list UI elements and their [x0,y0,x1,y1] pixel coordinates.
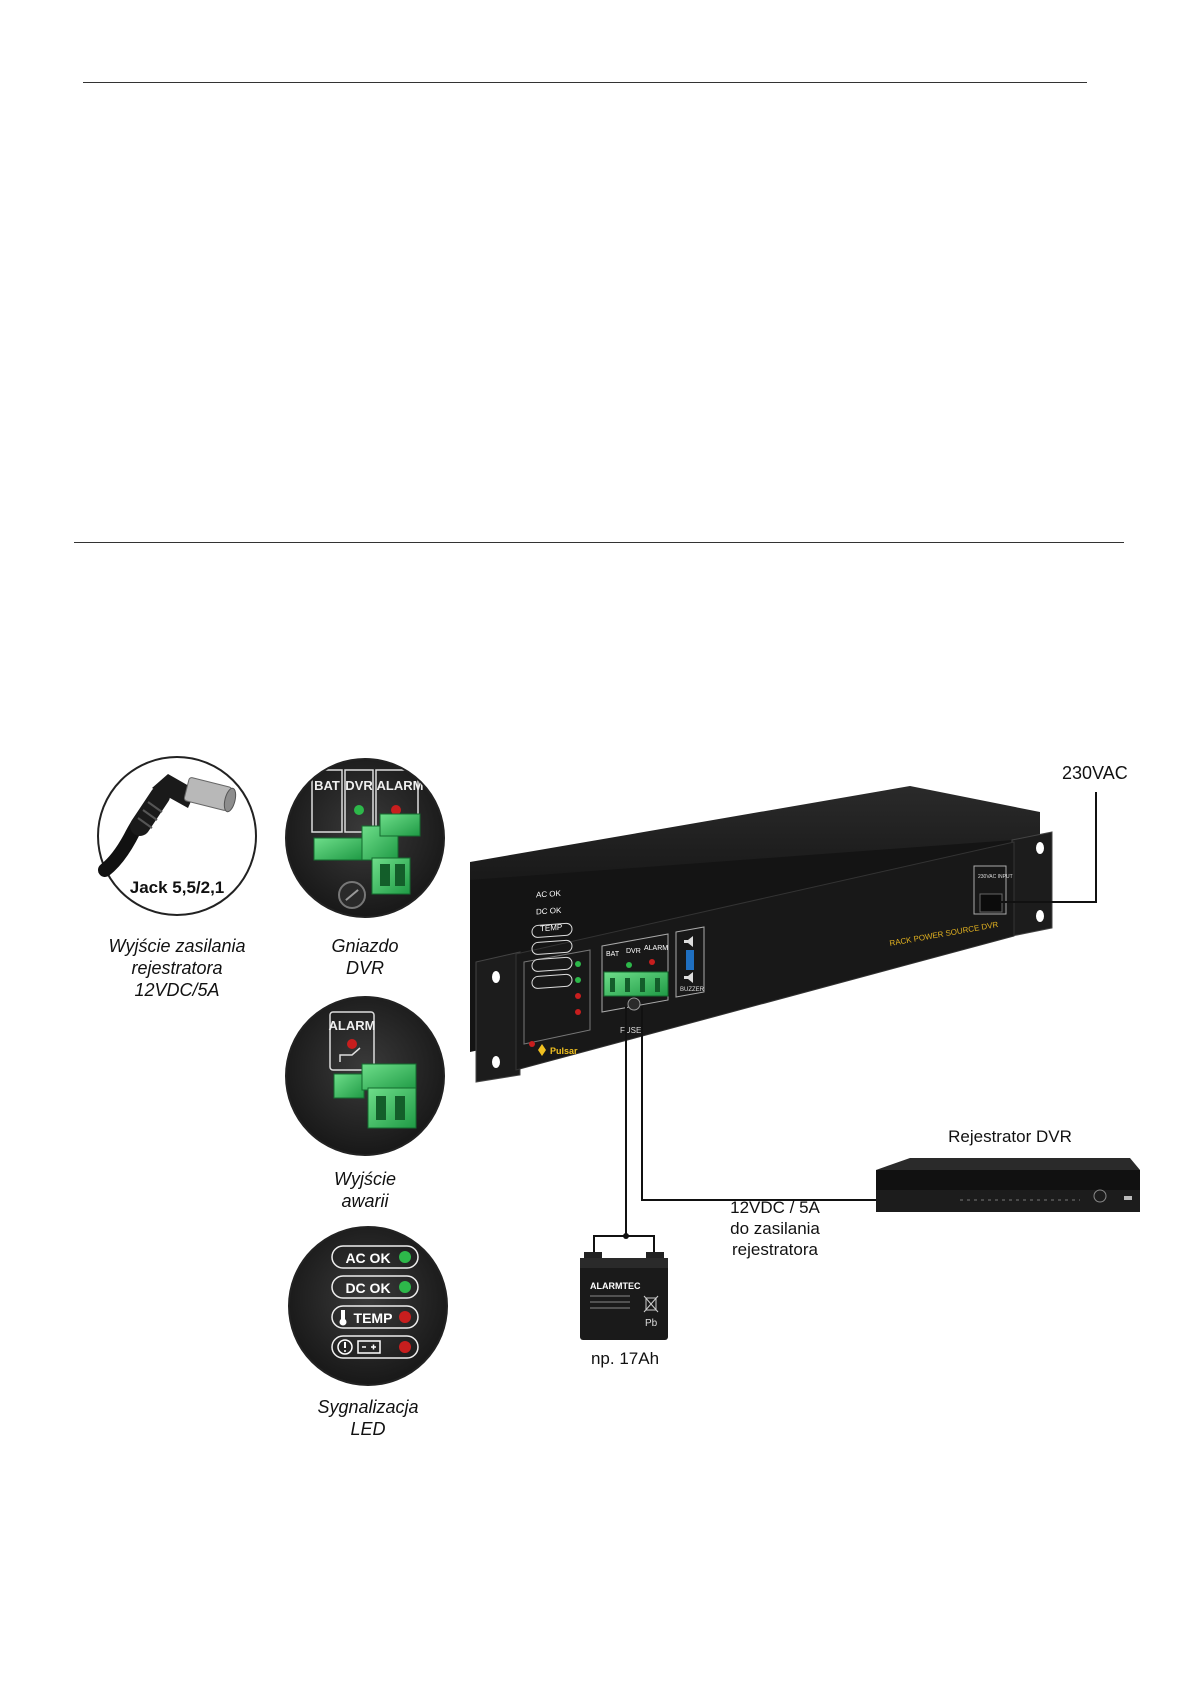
fault-output-caption-line-1: Wyjście [290,1168,440,1190]
fault-output-caption: Wyjście awarii [290,1168,440,1212]
rack-led-ac-label: AC OK [536,889,562,900]
dvr-socket-bat-label: BAT [314,778,340,793]
battery-size-label: np. 17Ah [570,1348,680,1369]
led-panel-circle: AC OK DC OK TEMP [289,1227,447,1385]
alarm-output-circle: ALARM [286,997,444,1155]
led-dc-ok [399,1281,411,1293]
led-caption-line-1: Sygnalizacja [293,1396,443,1418]
jack-caption-line-3: 12VDC/5A [77,979,277,1001]
dvr-socket-circle: BAT DVR ALARM [286,759,444,917]
mains-label: 230VAC [1062,763,1128,783]
led-caption-line-2: LED [293,1418,443,1440]
battery: ALARMTEC Pb [580,1252,668,1340]
buzzer-label: BUZZER [680,987,705,993]
dc-output-label-line-1: 12VDC / 5A [700,1197,850,1218]
led-ac-ok [399,1251,411,1263]
led-temp-label: TEMP [354,1310,393,1326]
dvr-socket-green-led [354,805,364,815]
rack-ear-right [1012,832,1052,936]
dvr-socket-alarm-label: ALARM [377,778,424,793]
rack-fuse-label: FUSE [620,1026,641,1035]
jack-caption-line-2: rejestratora [77,957,277,979]
ac-inlet-label: 230VAC INPUT [978,874,1013,880]
led-caption: Sygnalizacja LED [293,1396,443,1440]
alarm-output-label: ALARM [329,1018,376,1033]
dvr-wire [642,1006,880,1200]
rack-alarm-label: ALARM [644,945,668,952]
jack-caption-line-1: Wyjście zasilania [77,935,277,957]
dc-output-label-line-2: do zasilania [700,1218,850,1239]
jack-size-label: Jack 5,5/2,1 [130,878,225,897]
rack-led-temp-label: TEMP [540,923,562,934]
battery-brand-label: ALARMTEC [590,1281,641,1291]
rack-bat-label: BAT [606,951,620,958]
dc-output-label: 12VDC / 5A do zasilania rejestratora [700,1197,850,1260]
rack-dvr-label: DVR [626,948,641,955]
dc-output-label-line-3: rejestratora [700,1239,850,1260]
dvr-socket-dvr-label: DVR [345,778,373,793]
battery-terminals-wire [594,1236,654,1255]
led-dc-ok-label: DC OK [345,1280,390,1296]
dvr-socket-caption-line-2: DVR [290,957,440,979]
jack-caption: Wyjście zasilania rejestratora 12VDC/5A [77,935,277,1001]
led-temp [399,1311,411,1323]
recorder-label: Rejestrator DVR [930,1126,1090,1147]
battery-pb-label: Pb [645,1318,658,1329]
dvr-socket-caption: Gniazdo DVR [290,935,440,979]
jack-plug-circle: Jack 5,5/2,1 [98,757,256,915]
recycle-bin-icon [644,1296,658,1312]
alarm-output-led [347,1039,357,1049]
dvr-socket-caption-line-1: Gniazdo [290,935,440,957]
dvr-recorder [876,1158,1140,1212]
pulsar-logo-text: Pulsar [550,1046,578,1056]
fault-output-caption-line-2: awarii [290,1190,440,1212]
led-battery [399,1341,411,1353]
rack-power-supply: AC OK DC OK TEMP Pulsar BAT DVR ALARM [470,786,1052,1082]
rack-led-dc-label: DC OK [536,906,562,917]
led-ac-ok-label: AC OK [345,1250,390,1266]
